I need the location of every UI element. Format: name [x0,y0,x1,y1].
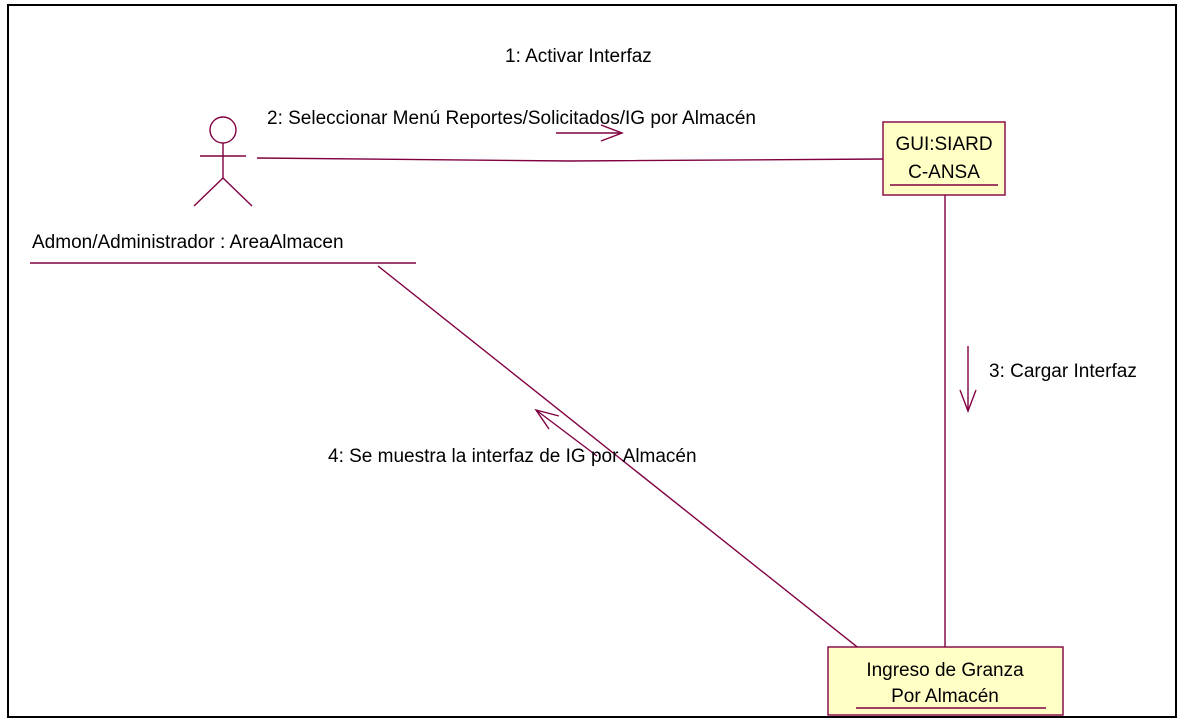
object-gui-line1: GUI:SIARD [895,134,992,155]
links [256,157,946,682]
message-4-arrow [534,408,598,457]
link-actor-gui [256,157,884,162]
message-1-label: 1: Activar Interfaz [505,46,652,67]
message-2-label: 2: Seleccionar Menú Reportes/Solicitados… [267,108,756,129]
message-3-label: 3: Cargar Interfaz [989,361,1137,382]
object-gui-siard[interactable]: GUI:SIARD C-ANSA [882,121,1006,196]
message-3-arrow [959,346,977,413]
object-ingreso-granza[interactable]: Ingreso de Granza Por Almacén [827,646,1064,716]
actor-label[interactable]: Admon/Administrador : AreaAlmacen [32,232,344,253]
object-gui-line2: C-ANSA [908,162,980,183]
message-2-arrow [556,124,624,142]
object-ingreso-line2: Por Almacén [891,686,999,707]
object-ingreso-line1: Ingreso de Granza [866,660,1024,681]
message-4-label: 4: Se muestra la interfaz de IG por Alma… [328,446,697,467]
actor-icon [193,116,253,207]
message-arrows [534,124,977,457]
link-ingreso-actor [377,265,901,682]
